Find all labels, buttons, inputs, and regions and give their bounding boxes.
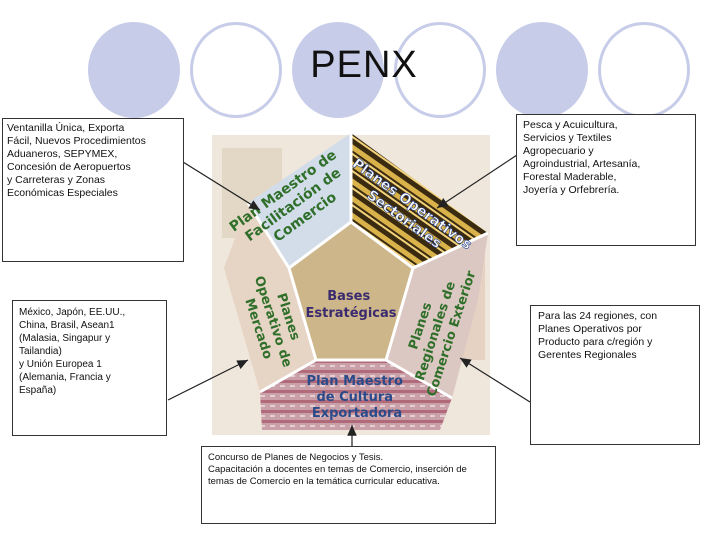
circle-decoration [190, 22, 282, 118]
segment-mercado [224, 203, 316, 392]
segment-label: Exportadora [312, 406, 402, 421]
center-label: Bases [327, 289, 370, 304]
circle-decoration [394, 22, 486, 118]
svg-text:Plan Maestro de Cultura: Plan Maestro de Cultura Exportadora [307, 374, 408, 421]
note-regionales: Para las 24 regiones, con Planes Operati… [530, 305, 700, 445]
arrow-connector [182, 161, 261, 211]
slide-title: PENX [310, 44, 418, 86]
center-label: Estratégicas [305, 306, 396, 321]
circle-decoration [88, 22, 180, 118]
note-sectoriales: Pesca y Acuicultura, Servicios y Textile… [516, 114, 696, 246]
circle-decoration [292, 22, 384, 118]
note-facilitacion: Ventanilla Única, Exporta Fácil, Nuevos … [2, 118, 184, 262]
note-mercado: México, Japón, EE.UU., China, Brasil, As… [12, 300, 167, 436]
segment-facilitacion [248, 133, 351, 268]
segment-label: Plan Maestro [307, 374, 403, 389]
arrow-connector [436, 154, 518, 209]
circle-decoration [496, 22, 588, 118]
note-cultura: Concurso de Planes de Negocios y Tesis. … [201, 446, 496, 524]
svg-text:Bases Estratégicas: Bases Estratégicas [305, 289, 396, 321]
segment-bases [289, 222, 413, 360]
segment-cultura [260, 360, 452, 430]
arrow-connector [167, 359, 249, 401]
segment-sectoriales [351, 133, 488, 268]
segment-label: de Cultura [316, 390, 393, 405]
decorative-circles [0, 0, 728, 120]
arrow-connector [459, 357, 531, 403]
